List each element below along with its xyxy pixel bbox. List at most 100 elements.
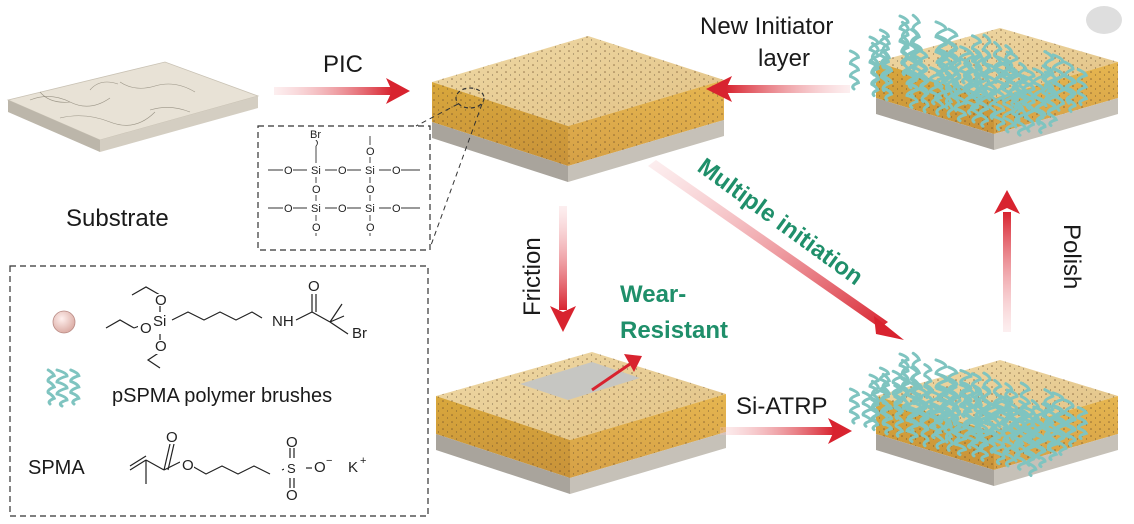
- new-initiator-label-1: New Initiator: [700, 13, 833, 40]
- svg-text:O: O: [286, 434, 298, 451]
- polymer-brush: [870, 60, 880, 98]
- svg-text:Br: Br: [352, 325, 367, 342]
- polymer-brush: [881, 401, 894, 436]
- polymer-brush: [953, 83, 968, 123]
- polymer-brush: [1035, 434, 1047, 468]
- polymer-brush: [977, 427, 990, 462]
- svg-text:+: +: [360, 455, 366, 467]
- polymer-brush: [994, 55, 1009, 95]
- new-initiator-label-2: layer: [758, 45, 810, 72]
- polymer-brush: [46, 368, 57, 406]
- polymer-brush: [848, 49, 861, 91]
- polymer-brush: [974, 403, 984, 443]
- polymer-brush: [905, 70, 919, 109]
- svg-text:S: S: [287, 461, 296, 476]
- svg-text:O: O: [312, 222, 321, 234]
- polymer-brush: [1053, 67, 1066, 112]
- svg-text:O: O: [166, 429, 178, 446]
- initiator-legend: O Si O O NH O Br: [52, 278, 367, 369]
- worn-block: [436, 352, 726, 494]
- polymer-brush: [953, 421, 968, 457]
- svg-text:Si: Si: [311, 203, 321, 215]
- svg-text:O: O: [182, 457, 194, 474]
- zoom-callout: [257, 87, 485, 251]
- polymer-brush: [981, 385, 991, 425]
- brush-legend: pSPMA polymer brushes: [46, 368, 332, 408]
- polymer-brush: [1004, 382, 1014, 422]
- substrate-label: Substrate: [66, 205, 169, 232]
- pic-label: PIC: [323, 51, 363, 78]
- polymer-brush: [1056, 416, 1068, 456]
- svg-text:O: O: [338, 203, 347, 215]
- polymer-brush: [951, 406, 961, 446]
- polymer-brush: [1011, 423, 1021, 463]
- arrow-wear-resistant: [591, 354, 642, 392]
- polymer-brush: [1013, 429, 1028, 471]
- polymer-brush: [933, 68, 946, 116]
- svg-text:Si: Si: [365, 203, 375, 215]
- svg-text:Br: Br: [310, 129, 321, 141]
- arrow-multiple-initiation: [648, 160, 904, 340]
- svg-text:O: O: [312, 184, 321, 196]
- polymer-brush: [920, 73, 930, 114]
- brushes-dense: [848, 351, 1089, 477]
- polymer-brush: [1046, 89, 1059, 127]
- svg-text:O: O: [366, 222, 375, 234]
- svg-text:O: O: [314, 459, 326, 476]
- polymer-brush: [1076, 406, 1089, 440]
- svg-text:O: O: [308, 278, 320, 295]
- arrow-friction: [550, 206, 576, 332]
- polymer-brush: [894, 404, 905, 438]
- polymer-brush: [878, 366, 891, 404]
- svg-text:O: O: [392, 203, 401, 215]
- arrow-pic: [274, 78, 410, 104]
- brush-legend-label: pSPMA polymer brushes: [112, 385, 332, 407]
- initiator-ball-icon: [52, 310, 76, 334]
- siloxane-network: Br Si Si Si Si O O O O O O O O O O O: [268, 128, 420, 236]
- polish-label: Polish: [1058, 224, 1085, 289]
- svg-text:O: O: [366, 146, 375, 158]
- polymer-brush: [1002, 426, 1016, 468]
- svg-text:O: O: [155, 292, 167, 309]
- svg-text:O: O: [392, 165, 401, 177]
- polymer-brush: [1065, 75, 1077, 113]
- polymer-brush: [881, 63, 894, 102]
- substrate-block: [6, 61, 260, 152]
- polymer-brush: [870, 398, 880, 432]
- polymer-brush: [944, 71, 955, 118]
- polish-roller-icon: [1086, 6, 1122, 34]
- arrow-new-initiator: [706, 76, 850, 102]
- polymer-brush: [55, 368, 69, 408]
- polymer-brush: [992, 427, 1006, 466]
- polymer-brush: [977, 89, 990, 128]
- polymer-brush: [1035, 96, 1047, 134]
- multiple-initiation-label: Multiple initiation: [692, 153, 867, 291]
- polymer-brush: [1023, 88, 1036, 133]
- svg-text:O: O: [140, 320, 152, 337]
- polymer-brush: [1046, 427, 1059, 461]
- polymer-brush: [1022, 68, 1036, 111]
- coated-block-top: [432, 36, 724, 182]
- svg-text:O: O: [338, 165, 347, 177]
- svg-text:Si: Si: [153, 313, 166, 330]
- polymer-brush-icon: [46, 368, 81, 408]
- polymer-brush: [992, 89, 1006, 132]
- friction-label: Friction: [519, 237, 546, 316]
- svg-text:O: O: [284, 165, 293, 177]
- svg-text:O: O: [284, 203, 293, 215]
- polymer-brush: [1026, 437, 1038, 477]
- svg-text:NH: NH: [272, 313, 294, 330]
- brushes-polished: [848, 13, 1089, 137]
- polymer-brush: [861, 390, 874, 428]
- polymer-brush: [1000, 420, 1011, 460]
- polymer-brush: [964, 414, 979, 450]
- polymer-brush: [964, 76, 979, 116]
- svg-text:−: −: [326, 455, 332, 467]
- polymer-brush: [994, 393, 1009, 429]
- polymer-brush: [878, 28, 891, 70]
- arrow-si-atrp: [720, 418, 852, 444]
- polymer-brush: [1065, 413, 1077, 447]
- polymer-brush: [905, 408, 919, 443]
